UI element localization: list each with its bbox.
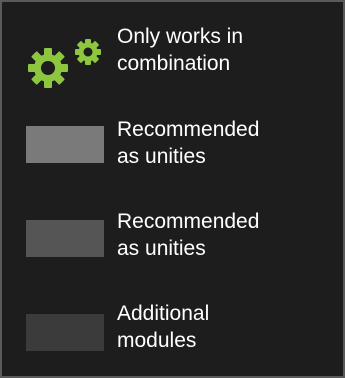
legend-item-additional: Additional modules [2,296,343,366]
swatch-light-gray [26,126,104,163]
swatch-medium-gray [26,220,104,257]
legend-item-recommended-light: Recommended as unities [2,110,343,180]
gears-icon [28,39,101,88]
legend-label-recommended-light: Recommended as unities [117,118,260,168]
swatch-dark-gray [26,314,104,351]
legend-label-additional: Additional modules [117,302,210,352]
legend-label-combination: Only works in combination [117,25,244,75]
legend-item-combination: Only works in combination [2,16,343,88]
legend-item-recommended-dark: Recommended as unities [2,202,343,272]
legend-label-recommended-dark: Recommended as unities [117,210,260,260]
